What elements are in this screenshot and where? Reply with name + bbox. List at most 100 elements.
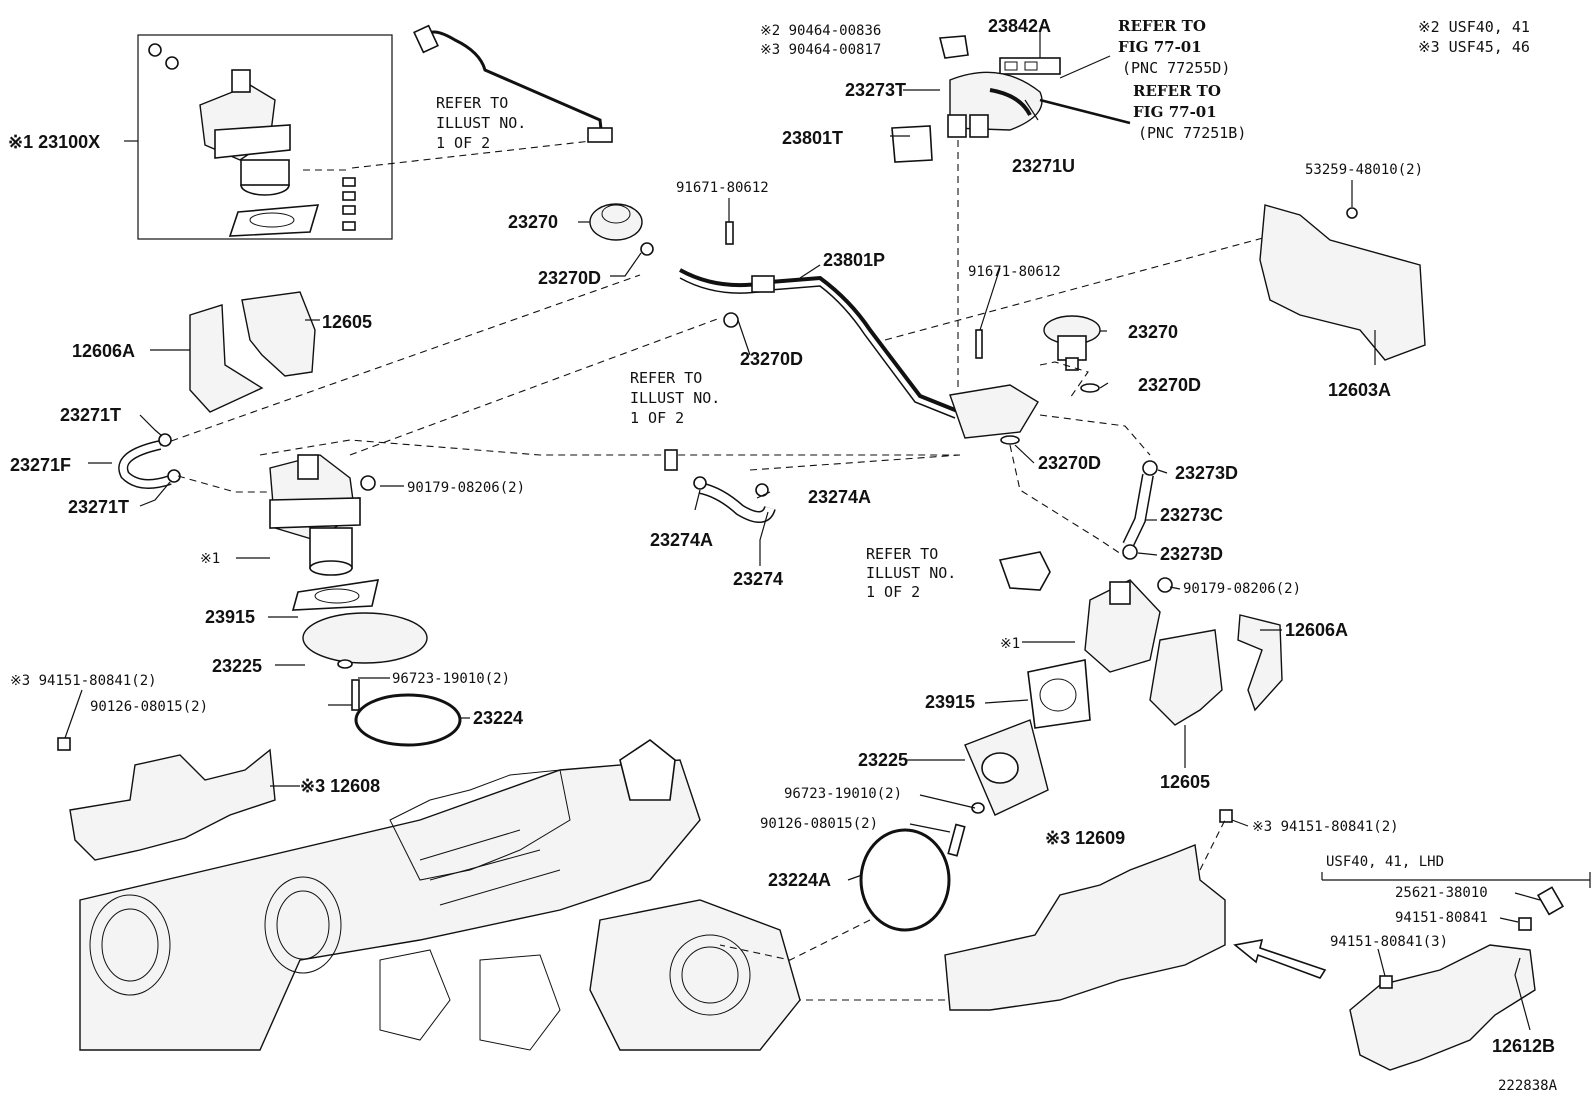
- label-23801t[interactable]: 23801T: [782, 128, 843, 148]
- dash-long-3: [349, 317, 721, 456]
- clamp-23273d-b: [1122, 544, 1138, 560]
- label-23100x[interactable]: ※1 23100X: [8, 132, 100, 152]
- bracket-12603a: [1259, 204, 1426, 361]
- label-23271f[interactable]: 23271F: [10, 455, 71, 475]
- label-12609[interactable]: ※3 12609: [1045, 828, 1125, 848]
- bolt-53259: [1346, 207, 1358, 219]
- label-12605-left[interactable]: 12605: [322, 312, 372, 332]
- legend-note-3: ※3 USF45, 46: [1418, 38, 1530, 56]
- label-96723-19010-right[interactable]: 96723-19010(2): [784, 786, 902, 802]
- diagram-id: 222838A: [1498, 1078, 1558, 1094]
- label-94151-80841-right[interactable]: ※3 94151-80841(2): [1252, 819, 1399, 835]
- fuel-pump-right: [998, 551, 1173, 673]
- leader-fig-b: [1039, 98, 1131, 125]
- label-12605-right[interactable]: 12605: [1160, 772, 1210, 792]
- label-94151-80841-left[interactable]: ※3 94151-80841(2): [10, 673, 157, 689]
- dash-long-1: [159, 274, 641, 446]
- pulsation-damper-top: [589, 203, 654, 256]
- intake-manifold-illustration: [79, 739, 801, 1051]
- label-91671-80612-b[interactable]: 91671-80612: [968, 264, 1061, 280]
- leader-fig-a: [1059, 55, 1111, 79]
- label-12608[interactable]: ※3 12608: [300, 776, 380, 796]
- dash-12609: [1199, 819, 1226, 871]
- label-12612b[interactable]: 12612B: [1492, 1036, 1555, 1056]
- oring-23224a: [859, 828, 951, 932]
- label-23271u[interactable]: 23271U: [1012, 156, 1075, 176]
- reference-illust-mid[interactable]: REFER TO ILLUST NO. 1 OF 2: [630, 369, 720, 427]
- label-23274[interactable]: 23274: [733, 569, 783, 589]
- label-25621-38010[interactable]: 25621-38010: [1395, 885, 1488, 901]
- reference-fig-a[interactable]: REFER TO FIG 77-01 (PNC 77255D): [1118, 17, 1230, 77]
- label-94151-80841-d[interactable]: 94151-80841(3): [1330, 934, 1448, 950]
- label-23273c[interactable]: 23273C: [1160, 505, 1223, 525]
- label-53259-48010[interactable]: 53259-48010(2): [1305, 162, 1423, 178]
- dash-23274: [749, 454, 961, 471]
- stud-25621: [1536, 886, 1565, 916]
- gasket-23270d: [723, 312, 739, 328]
- legend-note-2: ※2 USF40, 41: [1418, 18, 1530, 36]
- label-23224a[interactable]: 23224A: [768, 870, 831, 890]
- label-23270d-d[interactable]: 23270D: [1038, 453, 1101, 473]
- reference-illust-top[interactable]: REFER TO ILLUST NO. 1 OF 2: [436, 94, 526, 152]
- label-23270d-c[interactable]: 23270D: [1138, 375, 1201, 395]
- ref-illust-mid-line3: 1 OF 2: [630, 409, 684, 427]
- bolt-91671-b: [975, 329, 983, 359]
- label-23842a[interactable]: 23842A: [988, 16, 1051, 36]
- label-23224[interactable]: 23224: [473, 708, 523, 728]
- inset-box-23100x: [137, 34, 393, 240]
- ref-fig-b-line3: (PNC 77251B): [1138, 124, 1246, 142]
- label-12606a-left[interactable]: 12606A: [72, 341, 135, 361]
- label-90126-08015-left[interactable]: 90126-08015(2): [90, 699, 208, 715]
- ref-fig-b-line2: FIG 77-01: [1133, 103, 1217, 121]
- label-23273t[interactable]: 23273T: [845, 80, 906, 100]
- label-90179-08206-b[interactable]: 90179-08206(2): [1183, 581, 1301, 597]
- label-23271t-a[interactable]: 23271T: [60, 405, 121, 425]
- reference-fig-b[interactable]: REFER TO FIG 77-01 (PNC 77251B): [1133, 82, 1246, 142]
- reference-illust-right[interactable]: REFER TO ILLUST NO. 1 OF 2: [866, 545, 956, 601]
- label-23915-right[interactable]: 23915: [925, 692, 975, 712]
- label-23270-right[interactable]: 23270: [1128, 322, 1178, 342]
- label-90126-08015-right[interactable]: 90126-08015(2): [760, 816, 878, 832]
- label-94151-80841-c[interactable]: 94151-80841: [1395, 910, 1488, 926]
- label-x1-left[interactable]: ※1: [200, 551, 220, 567]
- cover-12606a-right: [1237, 614, 1283, 712]
- label-12606a-right[interactable]: 12606A: [1285, 620, 1348, 640]
- label-23801p[interactable]: 23801P: [823, 250, 885, 270]
- label-23915-left[interactable]: 23915: [205, 607, 255, 627]
- fuel-pipe-23801p: [679, 268, 961, 414]
- label-23271t-b[interactable]: 23271T: [68, 497, 129, 517]
- label-23273d-a[interactable]: 23273D: [1175, 463, 1238, 483]
- label-23225-left[interactable]: 23225: [212, 656, 262, 676]
- label-91671-80612-a[interactable]: 91671-80612: [676, 180, 769, 196]
- ref-fig-a-line1: REFER TO: [1118, 17, 1206, 35]
- dash-damper-right: [1039, 361, 1089, 399]
- label-23274a-a[interactable]: 23274A: [808, 487, 871, 507]
- dash-pump-right: [1009, 444, 1131, 561]
- dash-pump-left: [259, 439, 960, 456]
- ref-fig-a-line3: (PNC 77255D): [1122, 59, 1230, 77]
- label-23270d-b[interactable]: 23270D: [740, 349, 803, 369]
- hose-23273c-inner: [1123, 474, 1153, 547]
- label-23270-top[interactable]: 23270: [508, 212, 558, 232]
- label-23270d-a[interactable]: 23270D: [538, 268, 601, 288]
- dash-damper-right-2: [1039, 414, 1151, 456]
- label-12603a[interactable]: 12603A: [1328, 380, 1391, 400]
- label-96723-19010-left[interactable]: 96723-19010(2): [392, 671, 510, 687]
- inset-bracket-lhd: [1321, 872, 1591, 888]
- label-x1-right[interactable]: ※1: [1000, 636, 1020, 652]
- ref-illust-right-line2: ILLUST NO.: [866, 564, 956, 582]
- plate-23225-right-hole: [981, 752, 1019, 784]
- label-90464-00817[interactable]: ※3 90464-00817: [760, 42, 881, 58]
- inset-label-lhd: USF40, 41, LHD: [1326, 854, 1444, 870]
- label-90179-08206-a[interactable]: 90179-08206(2): [407, 480, 525, 496]
- oring-96723-left: [337, 659, 353, 669]
- direction-arrow: [1233, 938, 1327, 979]
- nut-94151-right: [1219, 809, 1233, 823]
- label-23274a-b[interactable]: 23274A: [650, 530, 713, 550]
- label-23225-right[interactable]: 23225: [858, 750, 908, 770]
- pulsation-damper-right: [949, 315, 1101, 445]
- stud-90126-left: [351, 679, 360, 711]
- label-90464-00836[interactable]: ※2 90464-00836: [760, 23, 881, 39]
- label-23273d-b[interactable]: 23273D: [1160, 544, 1223, 564]
